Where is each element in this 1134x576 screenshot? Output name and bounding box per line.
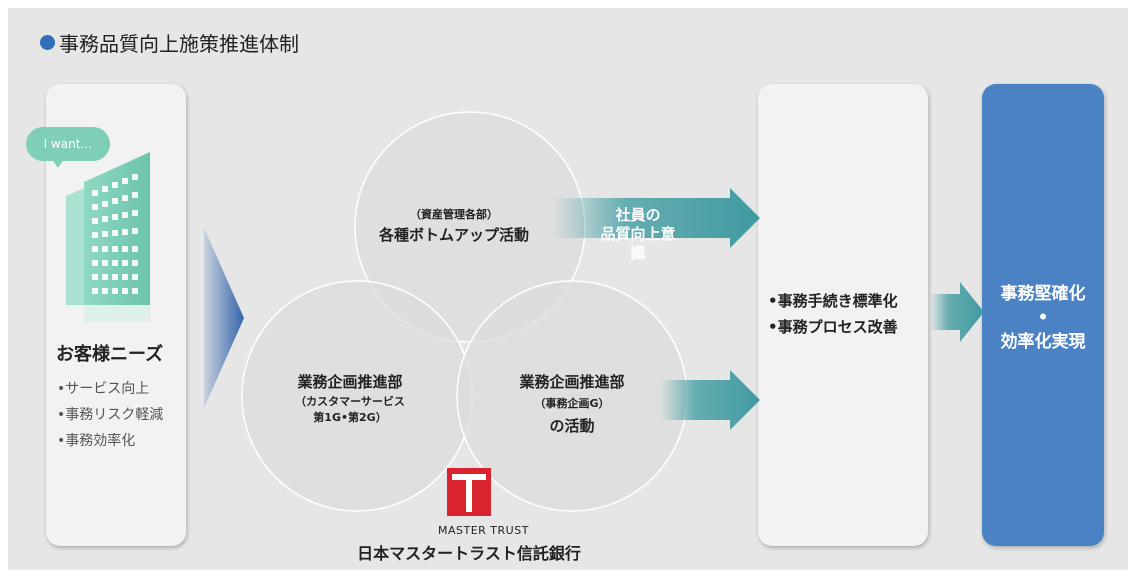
diagram-title: 事務品質向上施策推進体制 — [40, 28, 299, 57]
result-line1: 事務堅確化 — [1000, 284, 1086, 304]
arrow-label: 社員の 品質向上意識 — [598, 206, 678, 263]
customer-needs-list: •サービス向上 •事務リスク軽減 •事務効率化 — [57, 376, 163, 454]
needs-item: •事務効率化 — [57, 433, 136, 449]
result-box — [982, 84, 1104, 546]
flow-triangle-icon — [204, 228, 244, 408]
result-label: 事務堅確化 • 効率化実現 — [982, 282, 1104, 354]
process-item: •事務プロセス改善 — [768, 318, 898, 336]
arrow-label-line1: 社員の — [615, 206, 661, 224]
circle-right-main: 業務企画推進部 — [519, 373, 625, 391]
arrow-activities-to-process — [660, 370, 760, 430]
result-line3: 効率化実現 — [1000, 332, 1086, 352]
bubble-text: I want… — [43, 137, 93, 151]
master-trust-logo-icon — [447, 468, 491, 516]
speech-bubble: I want… — [26, 127, 110, 161]
needs-item: •事務リスク軽減 — [57, 407, 164, 423]
needs-item: •サービス向上 — [57, 381, 150, 397]
result-line2: • — [1037, 308, 1049, 328]
process-list: •事務手続き標準化 •事務プロセス改善 — [768, 288, 898, 340]
circle-left-label: 業務企画推進部 （カスタマーサービス 第1G•第2G） — [275, 370, 425, 426]
circle-top-label: （資産管理各部） 各種ボトムアップ活動 — [364, 206, 544, 246]
circle-right-label: 業務企画推進部 （事務企画G） の活動 — [492, 370, 652, 438]
customer-needs-heading: お客様ニーズ — [56, 344, 164, 365]
circle-left-sub2: 第1G•第2G） — [313, 411, 387, 424]
speech-bubble-tail-icon — [50, 156, 66, 168]
circle-left-main: 業務企画推進部 — [297, 373, 403, 391]
process-item: •事務手続き標準化 — [768, 292, 898, 310]
arrow-label-line2: 品質向上意識 — [600, 225, 676, 262]
logo-wordmark: MASTER TRUST — [438, 524, 529, 537]
title-text: 事務品質向上施策推進体制 — [59, 32, 299, 56]
office-building-icon — [66, 152, 150, 322]
circle-right-main2: の活動 — [549, 417, 595, 435]
company-name: 日本マスタートラスト信託銀行 — [357, 544, 581, 563]
circle-top-main: 各種ボトムアップ活動 — [378, 226, 529, 244]
arrow-process-to-result — [930, 282, 984, 342]
bullet-dot-icon — [40, 35, 55, 50]
circle-right-sub: （事務企画G） — [534, 397, 610, 410]
arrow-quality-awareness — [552, 188, 760, 248]
circle-left-sub1: （カスタマーサービス — [295, 395, 405, 408]
circle-top-sub: （資産管理各部） — [410, 208, 498, 221]
process-box — [758, 84, 928, 546]
